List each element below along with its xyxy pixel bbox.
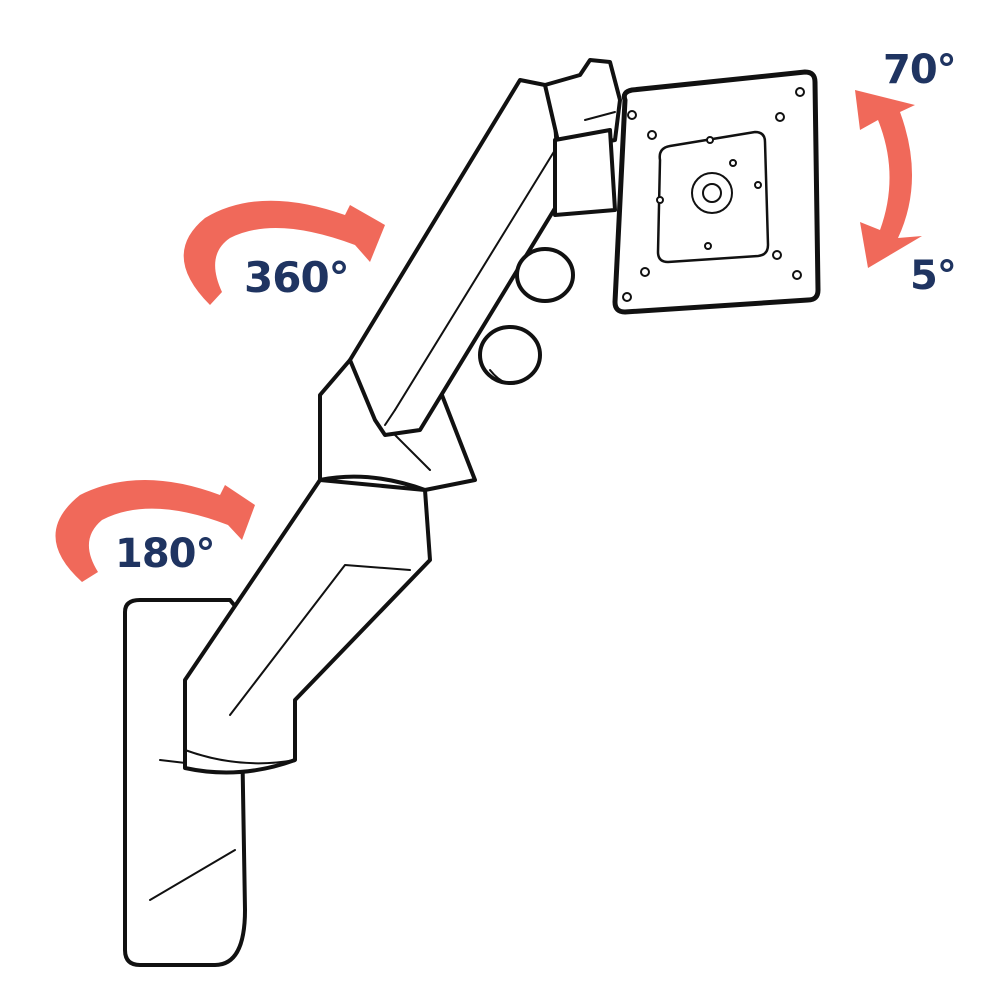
tilt-range-arrow-icon: [855, 90, 922, 268]
vesa-plate: [612, 69, 821, 315]
label-5-degrees: 5°: [910, 253, 957, 299]
label-180-degrees: 180°: [115, 531, 215, 577]
rotate-360-arrow-icon: [183, 200, 385, 305]
tension-knobs: [478, 247, 575, 385]
label-70-degrees: 70°: [883, 47, 957, 93]
label-360-degrees: 360°: [244, 253, 350, 302]
rotate-180-arrow-icon: [55, 480, 255, 582]
tilt-bracket: [543, 58, 622, 217]
lower-arm: [183, 478, 432, 775]
